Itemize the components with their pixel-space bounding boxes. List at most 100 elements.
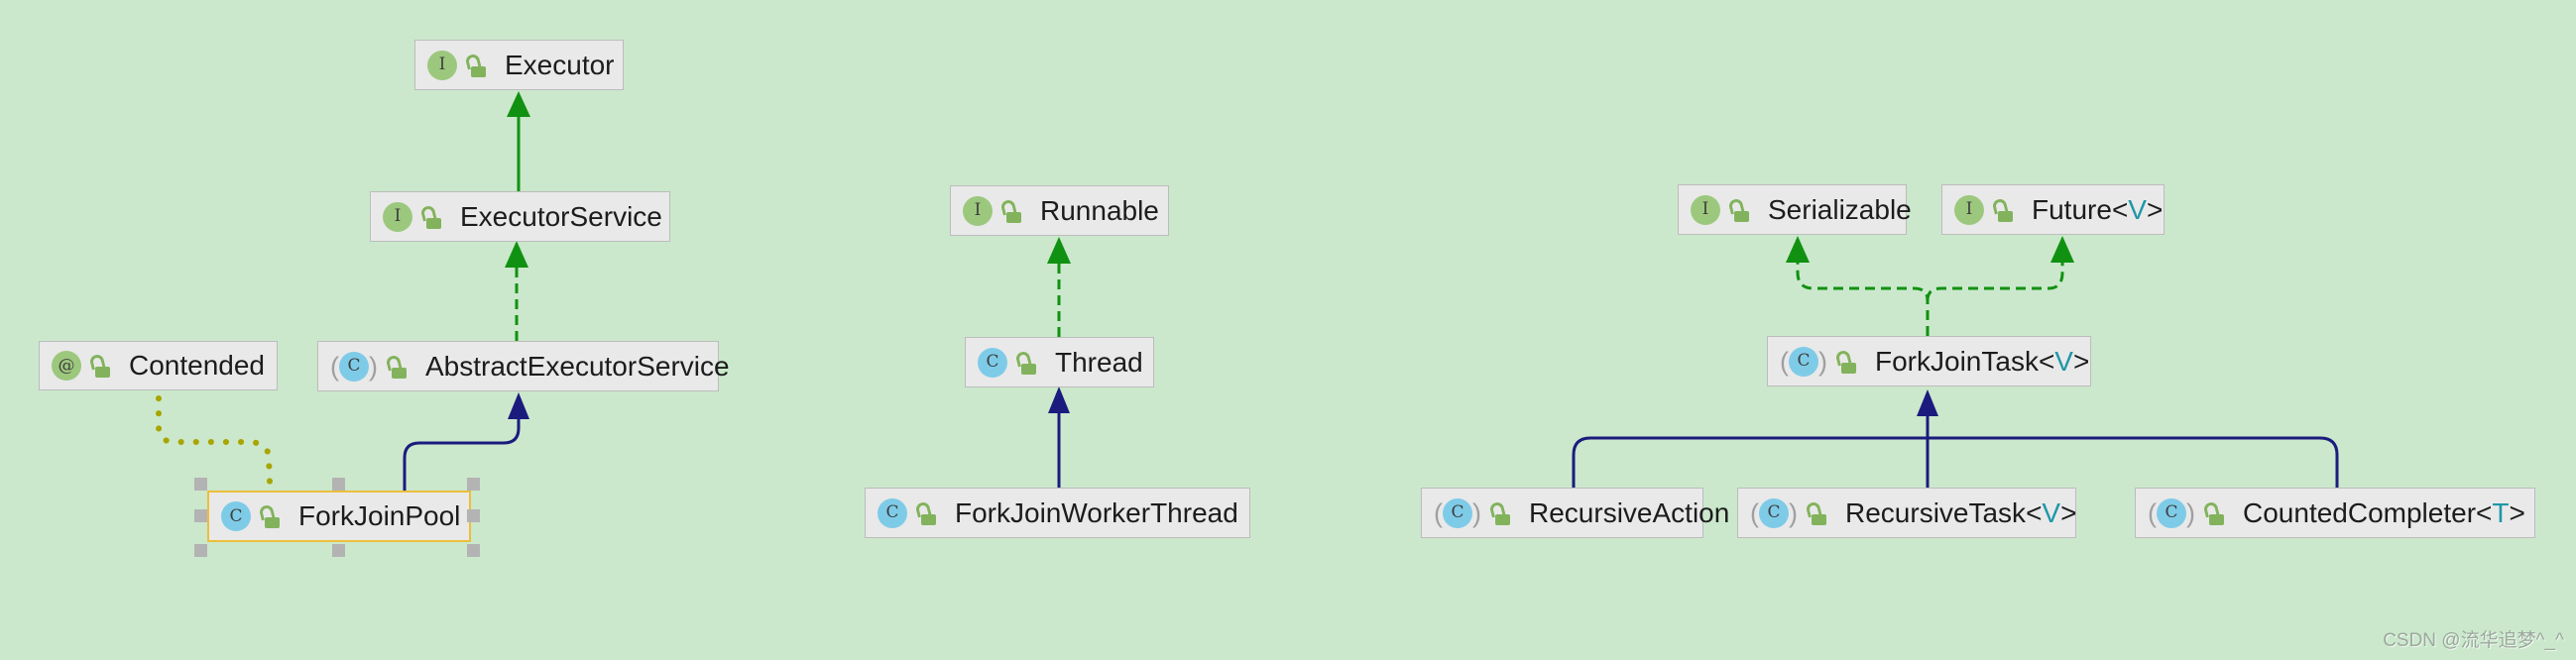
open-lock-icon — [916, 501, 937, 525]
node-name: CountedCompleter — [2243, 496, 2477, 528]
node-name: RecursiveTask — [1845, 496, 2027, 528]
node-recursive-action[interactable]: (C) RecursiveAction — [1421, 488, 1729, 538]
class-icon: C — [978, 347, 1007, 378]
open-lock-icon — [90, 354, 111, 378]
node-label: CountedCompleter<T> — [2243, 497, 2525, 529]
node-label: Future<V> — [2032, 194, 2163, 226]
interface-icon: I — [427, 50, 457, 80]
node-label: Contended — [129, 350, 265, 382]
arrowhead-green-icon — [1786, 236, 1810, 263]
abstract-paren-close-icon: ) — [1472, 497, 1481, 528]
edge-forkjointask-implements-serializable-and-future[interactable] — [1796, 259, 2064, 336]
open-lock-icon — [260, 504, 281, 528]
generic-open-bracket: < — [2476, 496, 2493, 528]
node-executor[interactable]: I Executor — [414, 40, 624, 90]
selection-handle[interactable] — [467, 478, 480, 491]
generic-type-param: V — [2128, 193, 2147, 225]
abstract-paren-open-icon: ( — [2148, 497, 2157, 528]
node-label: RecursiveTask<V> — [1845, 497, 2076, 529]
node-name: ForkJoinWorkerThread — [955, 496, 1238, 528]
abstract-paren-open-icon: ( — [1434, 497, 1443, 528]
generic-close-bracket: > — [2509, 496, 2525, 528]
selection-handle[interactable] — [467, 509, 480, 522]
node-fork-join-task[interactable]: (C)ForkJoinTask<V> — [1767, 336, 2091, 386]
node-label: Serializable — [1768, 194, 1912, 226]
node-label: AbstractExecutorService — [425, 351, 730, 383]
arrowhead-navy-icon — [1917, 389, 1938, 416]
selection-handle[interactable] — [194, 478, 207, 491]
node-contended[interactable]: @ Contended — [39, 341, 278, 390]
node-name: ForkJoinPool — [298, 500, 461, 531]
node-name: ExecutorService — [460, 200, 662, 232]
watermark: CSDN @流华追梦^_^ — [2383, 630, 2564, 651]
open-lock-icon — [1993, 198, 2014, 222]
generic-close-bracket: > — [2146, 193, 2164, 225]
node-abstract-executor-service[interactable]: (C)AbstractExecutorService — [317, 341, 730, 391]
open-lock-icon — [387, 355, 408, 379]
node-label: RecursiveAction — [1529, 497, 1729, 529]
generic-type-param: V — [2054, 345, 2073, 377]
node-fork-join-worker-thread[interactable]: C ForkJoinWorkerThread — [865, 488, 1250, 538]
selection-handle[interactable] — [332, 544, 345, 557]
class-icon: C — [221, 501, 251, 531]
generic-open-bracket: < — [2038, 345, 2055, 377]
arrowhead-green-icon — [505, 241, 528, 268]
node-thread[interactable]: C Thread — [965, 337, 1154, 387]
abstract-icon: C — [1759, 497, 1789, 528]
node-name: Contended — [129, 350, 266, 381]
node-label: ForkJoinTask<V> — [1875, 346, 2089, 378]
node-counted-completer[interactable]: (C) CountedCompleter<T> — [2135, 488, 2535, 538]
arrowhead-navy-icon — [1048, 386, 1070, 413]
node-label: Thread — [1055, 347, 1143, 379]
abstract-icon: C — [1789, 346, 1818, 377]
arrowhead-green-icon — [2050, 236, 2074, 263]
generic-close-bracket: > — [2060, 496, 2077, 528]
selection-handle[interactable] — [194, 509, 207, 522]
interface-icon: I — [1954, 194, 1984, 225]
node-name: Executor — [505, 49, 615, 80]
selection-handle[interactable] — [332, 478, 345, 491]
generic-open-bracket: < — [2026, 496, 2043, 528]
node-label: ExecutorService — [460, 201, 662, 233]
selection-handle[interactable] — [467, 544, 480, 557]
arrowhead-green-icon — [1047, 237, 1071, 264]
open-lock-icon — [1836, 350, 1857, 374]
node-fork-join-pool[interactable]: C ForkJoinPool — [207, 491, 471, 542]
node-future[interactable]: I Future<V> — [1941, 184, 2165, 235]
node-name: Serializable — [1768, 193, 1912, 225]
generic-type-param: T — [2492, 496, 2510, 528]
selection-handle[interactable] — [194, 544, 207, 557]
open-lock-icon — [421, 205, 442, 229]
open-lock-icon — [1016, 351, 1037, 375]
annotation-icon: @ — [52, 351, 81, 381]
abstract-icon: C — [339, 351, 369, 382]
node-name: Thread — [1055, 346, 1143, 378]
arrowhead-green-icon — [507, 91, 530, 117]
node-recursive-task[interactable]: (C)RecursiveTask<V> — [1737, 488, 2076, 538]
abstract-paren-open-icon: ( — [1750, 497, 1759, 528]
open-lock-icon — [1490, 501, 1511, 525]
edge-forkjoinpool-annotated-contended[interactable] — [156, 395, 273, 485]
abstract-icon: C — [1443, 497, 1472, 528]
edge-subclasses-extend-forkjointask[interactable] — [1572, 413, 2339, 488]
edge-forkjoinpool-extends-abstractexecutorservice[interactable] — [403, 415, 521, 491]
node-label: Executor — [505, 50, 615, 81]
arrowhead-navy-icon — [508, 392, 529, 419]
abstract-icon: C — [2157, 497, 2186, 528]
node-label: Runnable — [1040, 195, 1159, 227]
abstract-paren-close-icon: ) — [2186, 497, 2195, 528]
node-label: ForkJoinWorkerThread — [955, 497, 1238, 529]
open-lock-icon — [2204, 501, 2225, 525]
open-lock-icon — [466, 54, 487, 77]
generic-type-param: V — [2042, 496, 2061, 528]
open-lock-icon — [1001, 199, 1022, 223]
abstract-paren-open-icon: ( — [1780, 346, 1789, 377]
class-icon: C — [878, 497, 907, 528]
node-label: ForkJoinPool — [298, 500, 460, 532]
node-name: Future — [2032, 193, 2112, 225]
